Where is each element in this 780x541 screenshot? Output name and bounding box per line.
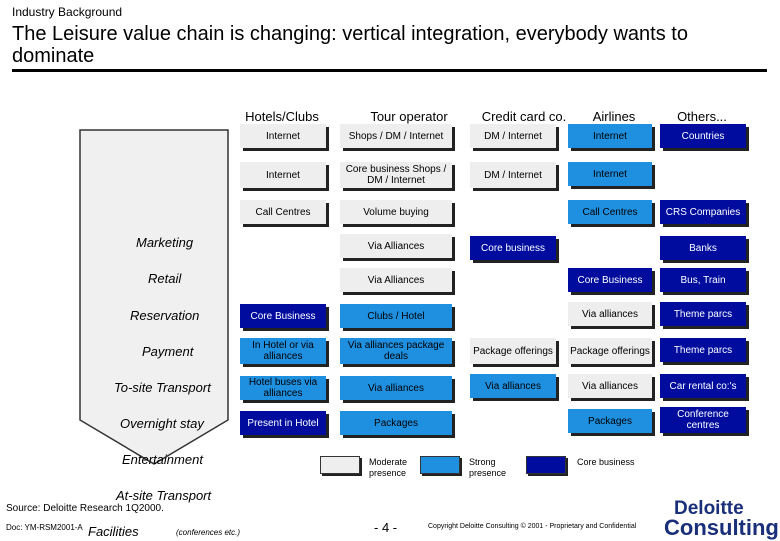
cell-others-crs: CRS Companies — [660, 200, 746, 224]
legend-label-strong: Strong presence — [469, 457, 507, 478]
cell-tour-packages: Packages — [340, 411, 452, 435]
cell-others-car-rental: Car rental co:'s — [660, 374, 746, 398]
row-label-marketing: Marketing — [136, 235, 194, 250]
copyright-note: Copyright Deloitte Consulting © 2001 - P… — [428, 523, 637, 530]
kicker-text: Industry Background — [12, 5, 123, 19]
cell-hotels-present: Present in Hotel — [240, 411, 326, 435]
cell-tour-package-deals: Via alliances package deals — [340, 338, 452, 364]
row-label-to-site-transport: To-site Transport — [114, 380, 211, 395]
title-divider — [12, 69, 767, 72]
cell-airlines-internet-2: Internet — [568, 162, 652, 186]
cell-tour-shops: Shops / DM / Internet — [340, 124, 452, 148]
column-header-tour-operator: Tour operator — [370, 109, 448, 124]
page-title: The Leisure value chain is changing: ver… — [12, 23, 688, 67]
column-header-hotels: Hotels/Clubs — [245, 109, 319, 124]
cell-others-bus-train: Bus, Train — [660, 268, 746, 292]
cell-hotels-internet-1: Internet — [240, 124, 326, 148]
row-label-entertainment: Entertainment — [122, 452, 203, 467]
row-label-retail: Retail — [148, 271, 182, 286]
cell-airlines-package-offerings: Package offerings — [568, 338, 652, 364]
cell-others-banks: Banks — [660, 236, 746, 260]
cell-airlines-packages: Packages — [568, 409, 652, 433]
cell-credit-package-offerings: Package offerings — [470, 338, 556, 364]
cell-airlines-core-business: Core Business — [568, 268, 652, 292]
cell-airlines-via-alliances-2: Via alliances — [568, 374, 652, 398]
cell-airlines-internet-1: Internet — [568, 124, 652, 148]
row-label-overnight-stay: Overnight stay — [120, 416, 204, 431]
cell-others-conference: Conference centres — [660, 407, 746, 433]
column-header-credit-card: Credit card co. — [481, 109, 567, 124]
cell-tour-via-alliances-2: Via Alliances — [340, 268, 452, 292]
cell-others-theme-parcs-2: Theme parcs — [660, 338, 746, 362]
cell-credit-core-business: Core business — [470, 236, 556, 260]
cell-hotels-buses: Hotel buses via alliances — [240, 376, 326, 400]
legend-label-core: Core business — [577, 457, 635, 467]
deloitte-logo-line2: Consulting — [664, 515, 779, 540]
value-chain-arrow — [79, 129, 229, 465]
legend-swatch-moderate — [320, 456, 360, 474]
source-note: Source: Deloitte Research 1Q2000. — [6, 503, 164, 514]
cell-credit-via-alliances: Via alliances — [470, 374, 556, 398]
legend-swatch-strong — [420, 456, 460, 474]
cell-credit-dm-1: DM / Internet — [470, 124, 556, 148]
cell-hotels-core-business: Core Business — [240, 304, 326, 328]
page-number: - 4 - — [374, 520, 398, 535]
cell-tour-via-alliances-1: Via Alliances — [340, 234, 452, 258]
document-number: Doc: YM-RSM2001-A — [6, 523, 83, 532]
facilities-note: (conferences etc.) — [176, 528, 241, 537]
column-header-airlines: Airlines — [592, 109, 636, 124]
cell-tour-clubs-hotel: Clubs / Hotel — [340, 304, 452, 328]
cell-tour-via-alliances-3: Via alliances — [340, 376, 452, 400]
cell-hotels-in-hotel: In Hotel or via alliances — [240, 338, 326, 364]
cell-hotels-internet-2: Internet — [240, 162, 326, 188]
row-label-payment: Payment — [142, 344, 194, 359]
row-label-reservation: Reservation — [130, 308, 200, 323]
cell-tour-core-shops: Core business Shops / DM / Internet — [340, 162, 452, 188]
legend-label-moderate: Moderate presence — [369, 457, 408, 478]
cell-tour-volume-buying: Volume buying — [340, 200, 452, 224]
cell-hotels-call-centres: Call Centres — [240, 200, 326, 224]
deloitte-logo-line1: Deloitte — [674, 498, 744, 519]
cell-others-countries: Countries — [660, 124, 746, 148]
column-header-others: Others... — [677, 109, 727, 124]
cell-others-theme-parcs-1: Theme parcs — [660, 302, 746, 326]
legend-swatch-core — [526, 456, 566, 474]
row-label-facilities: Facilities — [88, 524, 139, 539]
cell-airlines-call-centres: Call Centres — [568, 200, 652, 224]
row-label-at-site-transport: At-site Transport — [116, 488, 212, 503]
cell-credit-dm-2: DM / Internet — [470, 162, 556, 188]
cell-airlines-via-alliances-1: Via alliances — [568, 302, 652, 326]
